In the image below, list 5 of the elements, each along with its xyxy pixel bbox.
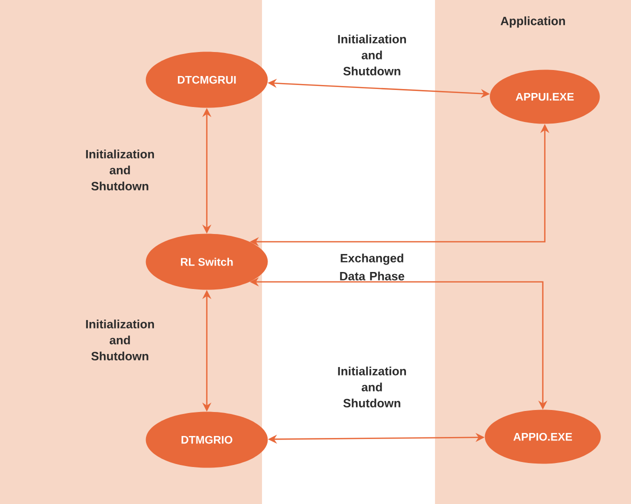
phase-label: Exchanged Data Phase [340,254,404,280]
edge-label: Initialization and Shutdown [80,148,160,192]
edge-label: Initialization and Shutdown [80,318,160,362]
edge-label: Initialization and Shutdown [332,366,412,408]
edge-label: Initialization and Shutdown [332,34,412,76]
